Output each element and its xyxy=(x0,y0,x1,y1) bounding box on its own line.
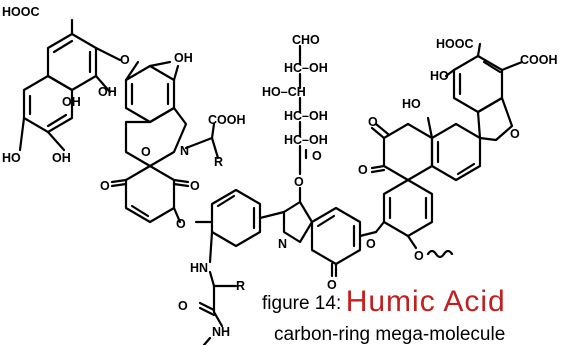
label-r-mid: R xyxy=(214,155,223,169)
label-r-low: R xyxy=(236,279,245,293)
label-o-ether-left: O xyxy=(176,217,186,231)
label-oh-top: OH xyxy=(174,51,193,65)
label-oh-a: OH xyxy=(98,85,117,99)
sugar-chain xyxy=(298,44,308,176)
label-hn: HN xyxy=(190,261,208,275)
label-o-indole-keto: O xyxy=(327,278,337,292)
label-ho-right: HO xyxy=(430,69,449,83)
label-o-link: O xyxy=(294,175,304,189)
ring-center xyxy=(194,188,286,345)
label-hooc-top-right: HOOC xyxy=(436,37,474,51)
label-n-indole: N xyxy=(278,237,287,251)
label-o-furan: O xyxy=(510,127,520,141)
label-o-quinone-top: O xyxy=(368,115,378,129)
label-cooh-top-right: COOH xyxy=(520,53,558,67)
label-o-amide: O xyxy=(178,299,188,313)
figure-caption: figure 14: Humic Acid xyxy=(262,285,506,319)
ring-quinone-left xyxy=(110,164,190,224)
left-ring-bottom xyxy=(18,74,74,152)
label-hc-oh-3: HC–OH xyxy=(284,133,328,147)
ring-right-top xyxy=(444,42,524,142)
label-o-tail: O xyxy=(414,249,424,263)
label-o-ether-right: O xyxy=(366,237,376,251)
label-o-keto-right: O xyxy=(190,179,200,193)
ring-indole xyxy=(282,186,378,278)
label-o-keto-left: O xyxy=(100,179,110,193)
label-ho-right2: HO xyxy=(402,97,421,111)
label-ho-ch: HO–CH xyxy=(262,85,306,99)
figure-title: Humic Acid xyxy=(345,285,506,318)
label-oh-b: OH xyxy=(62,95,81,109)
label-o-oxazine: O xyxy=(141,145,151,159)
label-o-sugar-co: O xyxy=(312,149,322,163)
label-nh-low: NH xyxy=(212,325,230,339)
label-cho: CHO xyxy=(292,33,320,47)
ring-right-low xyxy=(374,178,434,250)
figure-subtitle: carbon-ring mega-molecule xyxy=(274,324,506,345)
label-cooh-mid: COOH xyxy=(208,113,246,127)
ring-oxazine xyxy=(124,106,220,168)
label-oh-left: OH xyxy=(52,151,71,165)
label-hooc-top-left: HOOC xyxy=(2,5,40,19)
label-hc-oh-2: HC–OH xyxy=(284,109,328,123)
label-n-ring: N xyxy=(180,144,189,158)
figure-label: figure 14: xyxy=(262,293,342,314)
label-o-ether-top: O xyxy=(120,53,130,67)
label-hc-oh-1: HC–OH xyxy=(284,61,328,75)
label-o-quinone-left: O xyxy=(358,163,368,177)
label-ho-left: HO xyxy=(2,151,21,165)
